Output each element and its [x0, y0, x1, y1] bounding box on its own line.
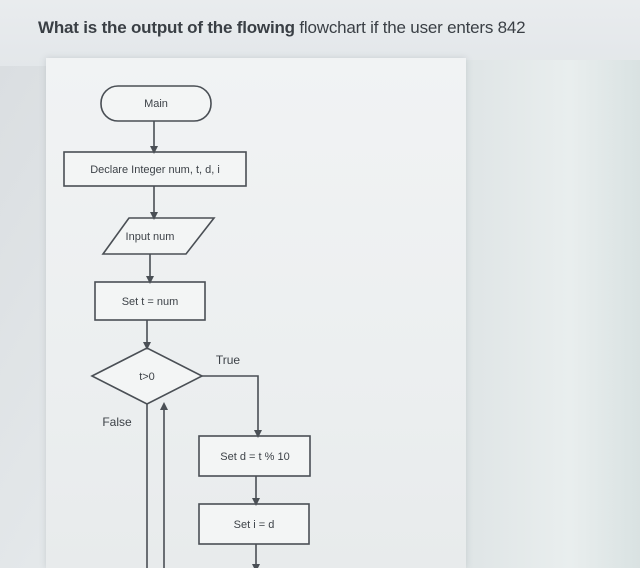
label-false: False: [102, 415, 132, 429]
question-text: What is the output of the flowing flowch…: [38, 18, 638, 38]
background-panel: [466, 60, 640, 568]
label-condition: t>0: [139, 371, 155, 383]
label-set-i: Set i = d: [234, 519, 275, 531]
process-set-d: [198, 435, 311, 477]
process-set-i: [198, 503, 310, 545]
label-declare: Declare Integer num, t, d, i: [90, 164, 220, 176]
question-bold-part: What is the output of the flowing: [38, 18, 295, 37]
label-set-t: Set t = num: [122, 296, 179, 308]
label-main: Main: [144, 98, 168, 110]
question-normal-part: flowchart if the user enters 842: [294, 18, 526, 37]
process-declare: [63, 151, 247, 187]
label-set-d: Set d = t % 10: [220, 451, 289, 463]
label-true: True: [216, 353, 241, 367]
io-input-num: [101, 217, 216, 255]
terminal-main: [100, 85, 212, 122]
label-input: Input num: [126, 231, 175, 243]
question-bar: [0, 0, 640, 66]
arrow-condition-true: [202, 375, 262, 438]
